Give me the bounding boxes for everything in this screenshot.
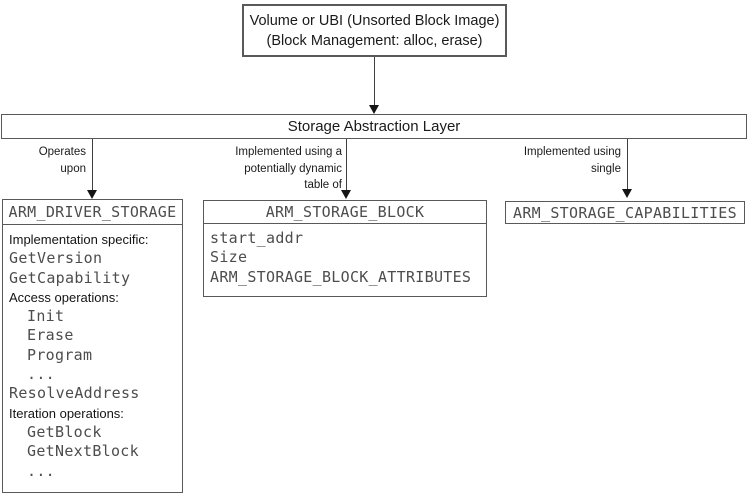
arm-driver-storage-title: ARM_DRIVER_STORAGE	[3, 200, 182, 225]
arm-driver-storage-box: ARM_DRIVER_STORAGE Implementation specif…	[2, 199, 183, 493]
driver-line: GetNextBlock	[27, 442, 139, 461]
arm-driver-storage-body: Implementation specific: GetVersion GetC…	[3, 225, 182, 481]
edge-label-operates-upon: Operates upon	[39, 144, 86, 177]
edge-label-line: Implemented using a	[235, 146, 342, 158]
volume-ubi-line1: Volume or UBI (Unsorted Block Image)	[249, 12, 500, 29]
arrow-volume-to-sal-line	[374, 57, 375, 106]
arrowhead-down-icon	[622, 189, 632, 198]
arm-storage-block-box: ARM_STORAGE_BLOCK start_addr Size ARM_ST…	[203, 200, 487, 297]
driver-line: GetVersion	[9, 249, 103, 268]
arrowhead-down-icon	[341, 190, 351, 199]
driver-line: Implementation specific:	[9, 232, 149, 247]
storage-abstraction-layer-box: Storage Abstraction Layer	[1, 114, 747, 139]
arm-storage-capabilities-box: ARM_STORAGE_CAPABILITIES	[505, 201, 745, 224]
edge-label-line: table of	[304, 179, 342, 191]
driver-line: GetBlock	[27, 422, 102, 441]
arrow-sal-to-driver-line	[92, 139, 93, 191]
block-line: start_addr	[210, 229, 304, 247]
driver-line: Program	[27, 345, 93, 364]
driver-line: ResolveAddress	[9, 384, 140, 403]
driver-line: Erase	[27, 326, 74, 345]
arrowhead-down-icon	[87, 190, 97, 199]
edge-label-line: upon	[60, 162, 86, 175]
driver-line: Access operations:	[9, 289, 119, 305]
block-line: Size	[210, 248, 248, 267]
edge-label-line: potentially dynamic	[244, 162, 342, 175]
arm-storage-block-body: start_addr Size ARM_STORAGE_BLOCK_ATTRIB…	[204, 224, 486, 287]
driver-line: Init	[27, 307, 65, 326]
block-line: ARM_STORAGE_BLOCK_ATTRIBUTES	[210, 267, 472, 286]
driver-line: ...	[27, 461, 55, 480]
arrowhead-down-icon	[369, 105, 379, 114]
storage-abstraction-layer-title: Storage Abstraction Layer	[287, 118, 461, 135]
arrow-sal-to-capabilities-line	[627, 139, 628, 190]
arm-storage-capabilities-title: ARM_STORAGE_CAPABILITIES	[513, 203, 737, 222]
volume-ubi-box: Volume or UBI (Unsorted Block Image) (Bl…	[242, 4, 507, 57]
edge-label-line: Implemented using	[523, 146, 621, 158]
edge-label-line: single	[590, 162, 621, 175]
volume-ubi-line2: (Block Management: alloc, erase)	[266, 32, 483, 49]
driver-line: Iteration operations:	[9, 405, 124, 421]
arrow-sal-to-block-line	[346, 139, 347, 191]
edge-label-single: Implemented using single	[524, 144, 621, 177]
arm-storage-block-title: ARM_STORAGE_BLOCK	[204, 201, 486, 224]
edge-label-dynamic-table: Implemented using a potentially dynamic …	[235, 144, 342, 194]
driver-line: ...	[27, 365, 55, 384]
driver-line: GetCapability	[9, 268, 131, 287]
edge-label-line: Operates	[38, 146, 86, 158]
